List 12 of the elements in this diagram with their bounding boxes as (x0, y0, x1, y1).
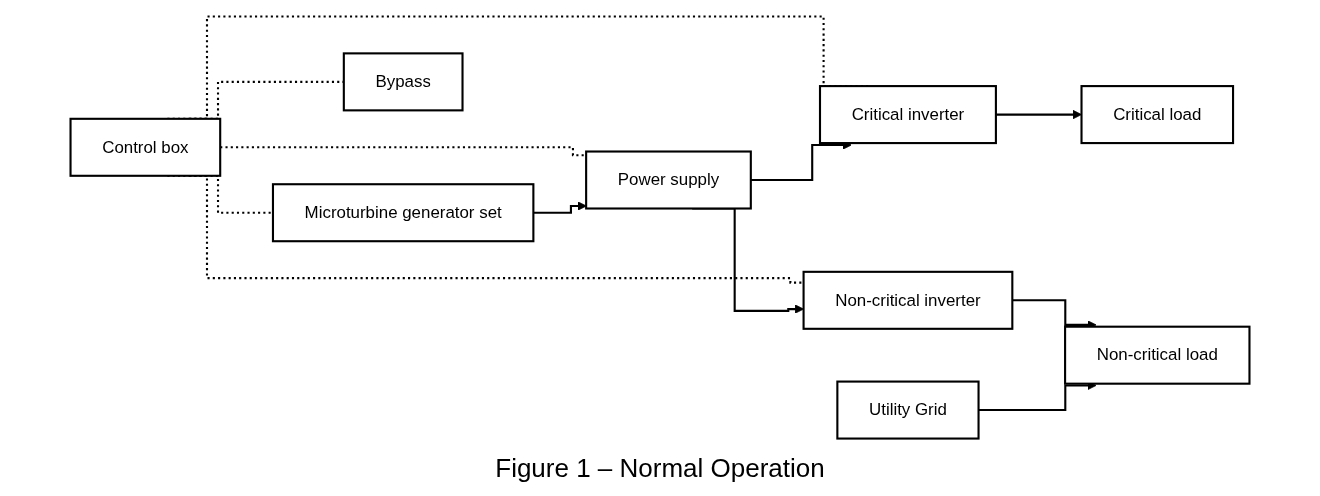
node-box: Utility Grid (836, 380, 980, 440)
figure-caption: Figure 1 – Normal Operation (495, 453, 825, 484)
node-box: Control box (69, 117, 222, 177)
arrow (995, 109, 1082, 120)
node-box: Critical inverter (818, 85, 997, 145)
node-box: Non-critical inverter (802, 270, 1014, 330)
node-box: Power supply (585, 150, 752, 210)
node-box: Non-critical load (1064, 325, 1251, 385)
node-box: Microturbine generator set (271, 183, 535, 243)
arrow (533, 201, 587, 214)
node-box: Critical load (1080, 85, 1235, 145)
node-box: Bypass (342, 52, 464, 112)
